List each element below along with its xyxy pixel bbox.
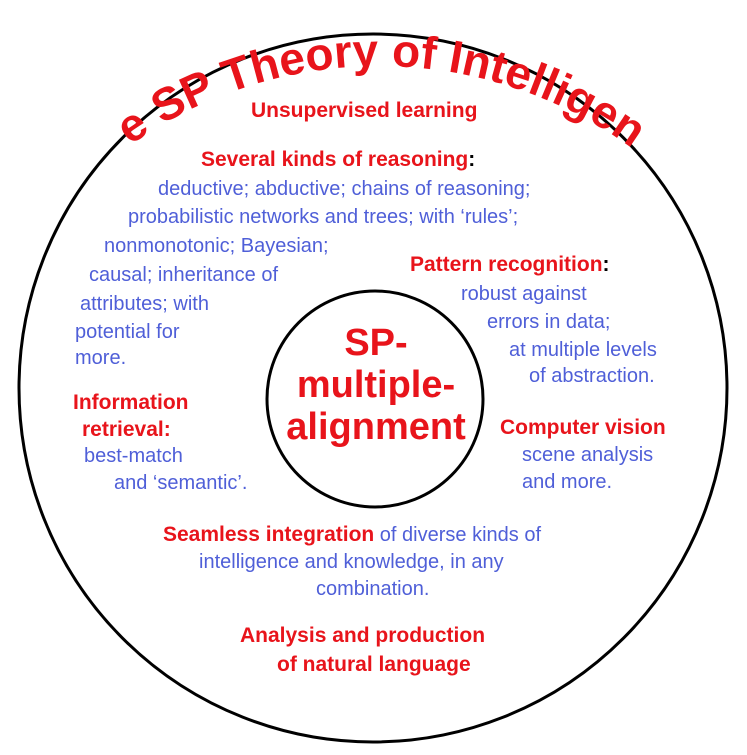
reasoning-line-2: probabilistic networks and trees; with ‘… bbox=[128, 206, 519, 228]
inner-circle bbox=[265, 289, 485, 509]
reasoning-line-3: nonmonotonic; Bayesian; bbox=[104, 235, 329, 257]
information-retrieval-heading-line-1: Information bbox=[73, 391, 189, 414]
reasoning-line-4: causal; inheritance of bbox=[89, 264, 279, 286]
pattern-recognition-line-3: at multiple levels bbox=[509, 339, 657, 361]
integration-line-1: Seamless integration of diverse kinds of bbox=[163, 522, 541, 547]
center-line-3: alignment bbox=[286, 406, 466, 448]
integration-rest: of diverse kinds of bbox=[374, 524, 541, 546]
reasoning-line-5: attributes; with bbox=[80, 293, 209, 315]
outer-circle bbox=[17, 32, 729, 744]
pattern-recognition-heading: Pattern recognition: bbox=[410, 252, 610, 277]
center-label-sp-multiple-alignment: SP- multiple- alignment bbox=[270, 322, 482, 448]
reasoning-line-7: more. bbox=[75, 347, 127, 369]
information-retrieval-heading-line-2: retrieval: bbox=[82, 418, 171, 441]
computer-vision-heading: Computer vision bbox=[500, 416, 666, 439]
natural-language-heading-line-1: Analysis and production bbox=[240, 624, 486, 647]
computer-vision-line-2: and more. bbox=[522, 471, 613, 493]
pattern-recognition-line-2: errors in data; bbox=[487, 311, 611, 333]
reasoning-line-1: deductive; abductive; chains of reasonin… bbox=[158, 178, 531, 200]
pattern-recognition-line-1: robust against bbox=[461, 283, 587, 305]
integration-heading: Seamless integration bbox=[163, 523, 375, 546]
information-retrieval-line-1: best-match bbox=[84, 445, 183, 467]
center-line-2: multiple- bbox=[296, 364, 456, 406]
reasoning-heading-text: Several kinds of reasoning bbox=[201, 148, 469, 171]
center-line-1: SP- bbox=[344, 322, 408, 364]
pattern-recognition-heading-text: Pattern recognition bbox=[410, 253, 603, 276]
reasoning-heading: Several kinds of reasoning: bbox=[201, 147, 475, 172]
reasoning-line-6: potential for bbox=[75, 321, 180, 343]
pattern-recognition-line-4: of abstraction. bbox=[529, 365, 655, 387]
title-text: The SP Theory of Intelligence bbox=[0, 0, 656, 157]
integration-line-3: combination. bbox=[316, 578, 430, 600]
pattern-recognition-colon: : bbox=[602, 253, 610, 276]
natural-language-heading-line-2: of natural language bbox=[277, 653, 471, 676]
computer-vision-line-1: scene analysis bbox=[522, 444, 654, 466]
information-retrieval-line-2: and ‘semantic’. bbox=[114, 472, 248, 494]
unsupervised-learning-heading: Unsupervised learning bbox=[251, 99, 478, 122]
integration-line-2: intelligence and knowledge, in any bbox=[199, 551, 504, 573]
reasoning-colon: : bbox=[468, 148, 476, 171]
